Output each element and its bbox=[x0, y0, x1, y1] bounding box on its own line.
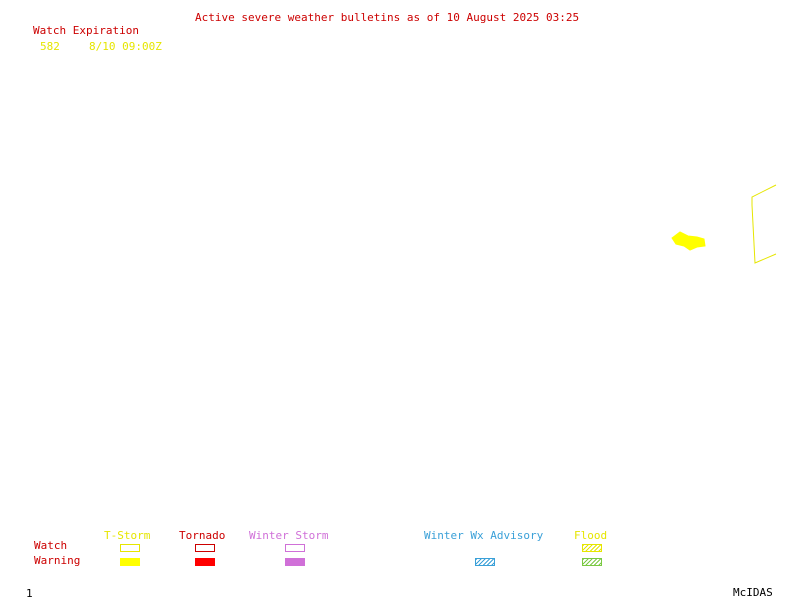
winter-storm-warning-swatch bbox=[285, 558, 305, 566]
bulletin-title: Active severe weather bulletins as of 10… bbox=[195, 11, 580, 24]
flood-warning-swatch bbox=[582, 558, 602, 566]
legend-flood-label: Flood bbox=[574, 529, 608, 542]
software-label: McIDAS bbox=[733, 586, 773, 599]
warning-polygon bbox=[671, 231, 706, 251]
watch-expiration-heading: Watch Expiration bbox=[33, 24, 139, 37]
tstorm-warning-swatch bbox=[120, 558, 140, 566]
tornado-warning-swatch bbox=[195, 558, 215, 566]
legend-watch-label: Watch bbox=[34, 539, 68, 552]
frame-number: 1 bbox=[26, 587, 33, 600]
legend-tornado-label: Tornado bbox=[179, 529, 226, 542]
tornado-watch-swatch bbox=[195, 544, 215, 552]
watch-polygon bbox=[751, 184, 777, 264]
watch-expiration-time: 8/10 09:00Z bbox=[89, 40, 162, 53]
legend-winter-storm-label: Winter Storm bbox=[249, 529, 329, 542]
flood-watch-swatch bbox=[582, 544, 602, 552]
watch-id: 582 bbox=[40, 40, 60, 53]
tstorm-watch-swatch bbox=[120, 544, 140, 552]
legend-winter-wx-advisory-label: Winter Wx Advisory bbox=[424, 529, 544, 542]
winter-storm-watch-swatch bbox=[285, 544, 305, 552]
legend-warning-label: Warning bbox=[34, 554, 81, 567]
winter-wx-advisory-swatch bbox=[475, 558, 495, 566]
legend-tstorm-label: T-Storm bbox=[104, 529, 151, 542]
